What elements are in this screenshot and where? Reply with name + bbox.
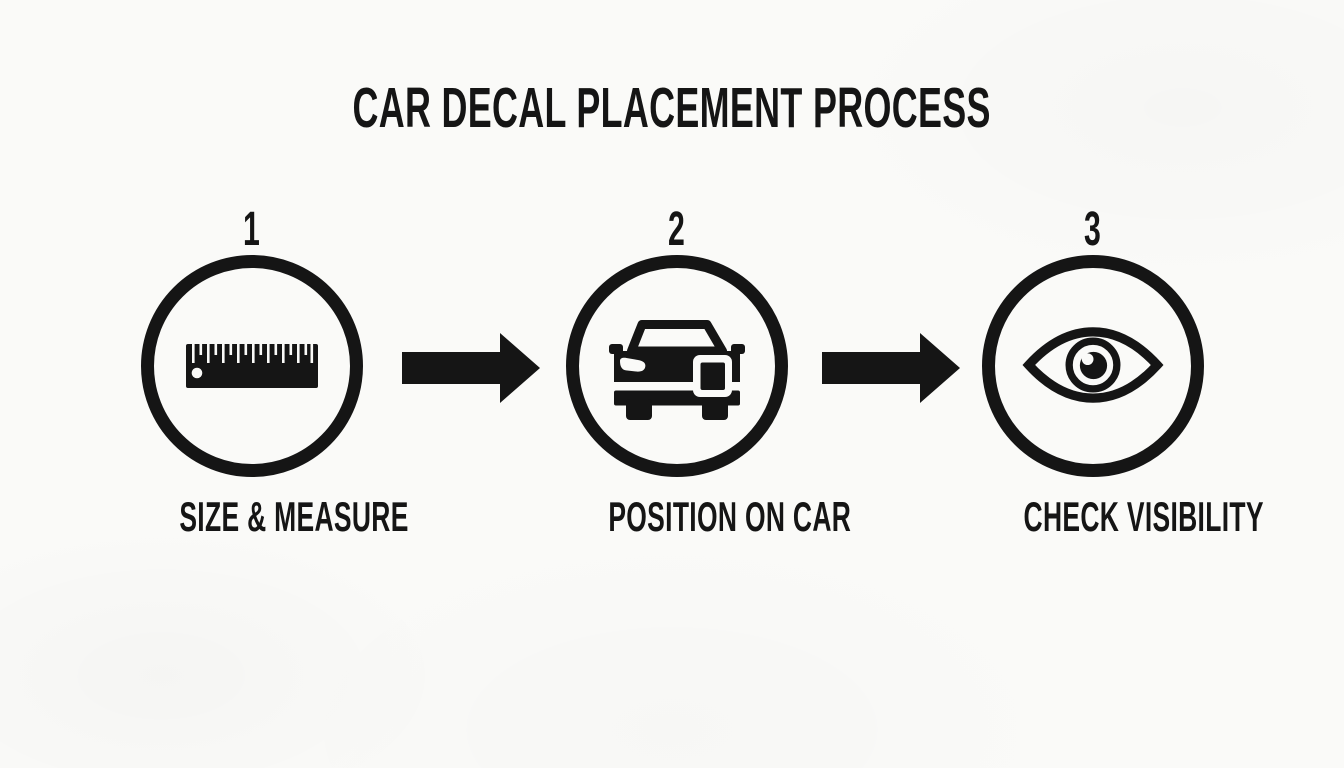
- headlight-shape: [620, 357, 646, 372]
- arrow-right-icon: [822, 333, 960, 403]
- ruler-dot: [191, 367, 203, 379]
- car-with-decal-icon: [609, 320, 745, 420]
- step-1-circle: [141, 255, 363, 477]
- ruler-icon: [186, 344, 318, 388]
- arrow-right-icon: [402, 333, 540, 403]
- decal-square: [700, 362, 725, 390]
- step-3-circle: [982, 255, 1204, 477]
- step-size-measure: 1: [112, 203, 409, 540]
- step-2-label: POSITION ON CAR: [608, 493, 852, 540]
- step-1-label: SIZE & MEASURE: [179, 493, 409, 540]
- page-title-text: CAR DECAL PLACEMENT PROCESS: [352, 76, 992, 140]
- step-3-label: CHECK VISIBILITY: [1023, 493, 1264, 540]
- step-position-on-car: 2 POSIT: [537, 203, 852, 540]
- pupil-highlight: [1081, 353, 1094, 366]
- eye-icon: [1022, 327, 1164, 403]
- step-2-circle: [566, 255, 788, 477]
- step-2-number: 2: [668, 203, 686, 256]
- step-1-number: 1: [243, 203, 261, 256]
- page-title: CAR DECAL PLACEMENT PROCESS: [0, 80, 1344, 137]
- step-3-number: 3: [1084, 203, 1102, 256]
- ruler-ticks: [192, 344, 314, 363]
- step-check-visibility: 3 CHECK VISIBILITY: [953, 203, 1264, 540]
